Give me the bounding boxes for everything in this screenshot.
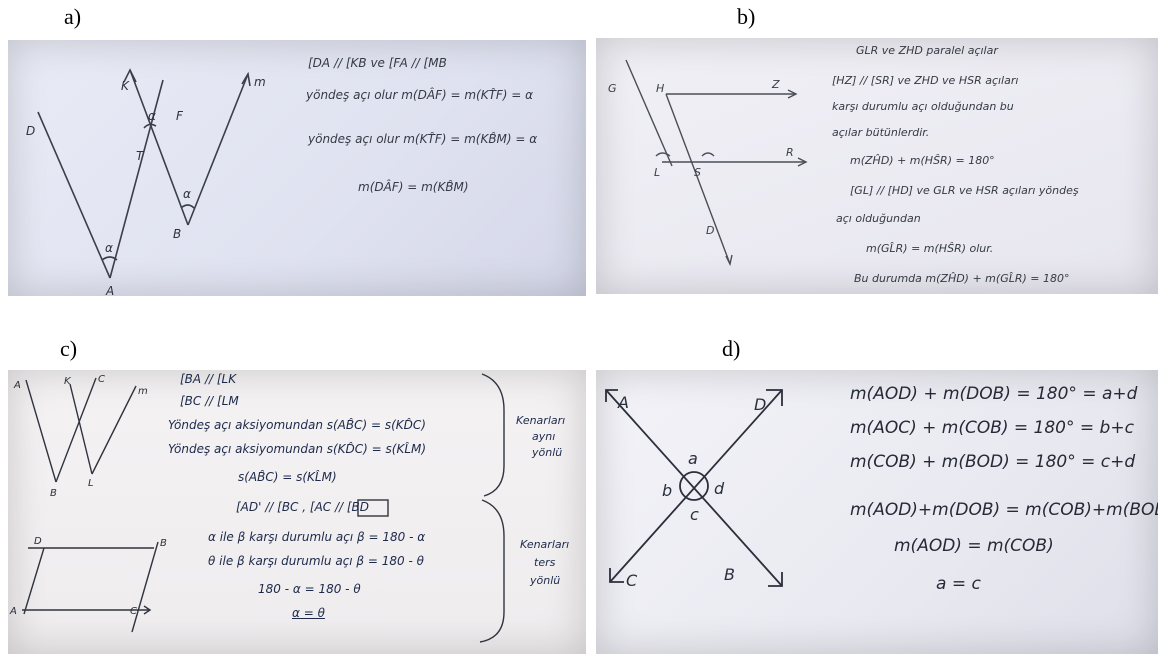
point-l: L <box>88 478 94 489</box>
panel-a-label: a) <box>64 4 82 29</box>
panel-b-label: b) <box>737 4 756 29</box>
text-line: m(COB) + m(BOD) = 180° = c+d <box>850 452 1136 472</box>
point-k: K <box>121 79 130 93</box>
point-f: F <box>176 109 184 123</box>
point-a: A <box>105 284 114 296</box>
panel-c-photo: A K C m B L D B A C [BA // [LK [BC // [L… <box>8 370 586 654</box>
point-b: B <box>173 227 181 241</box>
point-t: T <box>136 149 145 163</box>
text-line: [HZ] // [SR] ve ZHD ve HSR açıları <box>832 74 1019 87</box>
panel-a-figure: D K F m T B A α α α <box>26 68 266 296</box>
panel-b-figure: G H Z R L S D <box>608 59 808 267</box>
text-line: m(ZĤD) + m(HŜR) = 180° <box>850 154 995 167</box>
angle-c: c <box>690 505 699 524</box>
text-line: [BA // [LK <box>180 372 237 386</box>
text-line: m(AOD)+m(DOB) = m(COB)+m(BOD) <box>850 500 1158 520</box>
text-line: 180 - α = 180 - θ <box>258 582 361 596</box>
side-note: yönlü <box>532 446 563 459</box>
point-d: D <box>754 395 766 414</box>
text-line: m(AOD) = m(COB) <box>894 536 1054 556</box>
point-b: B <box>160 538 167 549</box>
point-c: C <box>130 606 137 617</box>
text-line: a = c <box>936 574 981 594</box>
side-note: ters <box>534 556 556 569</box>
side-note: yönlü <box>530 574 561 587</box>
panel-c-figure: A K C m B L D B A C <box>9 373 505 643</box>
text-line: [DA // [KB ve [FA // [MB <box>308 56 447 70</box>
point-d: D <box>34 536 42 547</box>
panel-b-photo: G H Z R L S D GLR ve ZHD paralel açılar … <box>596 38 1158 294</box>
point-s: S <box>694 166 701 179</box>
text-line: θ ile β karşı durumlu açı β = 180 - θ <box>208 554 424 568</box>
angle-b: b <box>662 481 672 500</box>
panel-a-photo: D K F m T B A α α α [DA // [KB ve [FA //… <box>8 40 586 296</box>
point-b: B <box>50 488 57 499</box>
side-note: aynı <box>532 430 556 443</box>
point-l: L <box>654 166 660 179</box>
text-line: Yöndeş açı aksiyomundan s(AB̂C) = s(KD̂C… <box>168 418 426 432</box>
point-a: A <box>617 393 629 412</box>
text-line: yöndeş açı olur m(DÂF) = m(KT̂F) = α <box>306 88 534 102</box>
angle-d: d <box>714 479 725 498</box>
side-note: Kenarları <box>520 538 570 551</box>
text-line: [AD' // [BC , [AC // [BD <box>236 500 370 514</box>
text-line: karşı durumlu açı olduğundan bu <box>832 100 1014 113</box>
panel-d-figure: A D C B a b d c <box>605 389 783 590</box>
point-m: m <box>138 386 148 397</box>
text-line: Bu durumda m(ZĤD) + m(GL̂R) = 180° <box>854 272 1070 285</box>
panel-d-label: d) <box>722 336 741 361</box>
angle-alpha: α <box>148 109 156 123</box>
point-m: m <box>254 75 266 89</box>
text-line: α ile β karşı durumlu açı β = 180 - α <box>208 530 426 544</box>
angle-alpha: α <box>183 187 191 201</box>
point-r: R <box>786 146 794 159</box>
panel-d-photo: A D C B a b d c m(AOD) + m(DOB) = 180° =… <box>596 370 1158 654</box>
text-line: açılar bütünlerdir. <box>832 126 930 139</box>
panel-c-label: c) <box>60 336 78 361</box>
text-line: m(AOD) + m(DOB) = 180° = a+d <box>850 384 1138 404</box>
point-h: H <box>656 82 664 95</box>
text-line: m(GL̂R) = m(HŜR) olur. <box>866 242 994 255</box>
point-d: D <box>26 124 35 138</box>
text-line: [BC // [LM <box>180 394 239 408</box>
point-d: D <box>706 224 714 237</box>
text-line: Yöndeş açı aksiyomundan s(KD̂C) = s(KL̂M… <box>168 442 427 456</box>
point-a: A <box>9 606 17 617</box>
point-z: Z <box>771 78 780 91</box>
side-note: Kenarları <box>516 414 566 427</box>
text-line: m(DÂF) = m(KB̂M) <box>358 180 469 194</box>
text-line: s(AB̂C) = s(KL̂M) <box>238 470 337 484</box>
text-line: GLR ve ZHD paralel açılar <box>856 44 998 57</box>
point-g: G <box>608 82 617 95</box>
point-a: A <box>13 380 21 391</box>
angle-a: a <box>688 449 698 468</box>
text-line: [GL] // [HD] ve GLR ve HSR açıları yönde… <box>850 184 1079 197</box>
point-b: B <box>724 565 735 584</box>
text-line: açı olduğundan <box>836 212 921 225</box>
angle-alpha: α <box>105 241 113 255</box>
point-c: C <box>98 374 105 385</box>
text-line: yöndeş açı olur m(KT̂F) = m(KB̂M) = α <box>308 132 538 146</box>
text-line: α = θ <box>292 606 325 620</box>
point-k: K <box>64 376 72 387</box>
point-c: C <box>626 571 638 590</box>
text-line: m(AOC) + m(COB) = 180° = b+c <box>850 418 1134 438</box>
